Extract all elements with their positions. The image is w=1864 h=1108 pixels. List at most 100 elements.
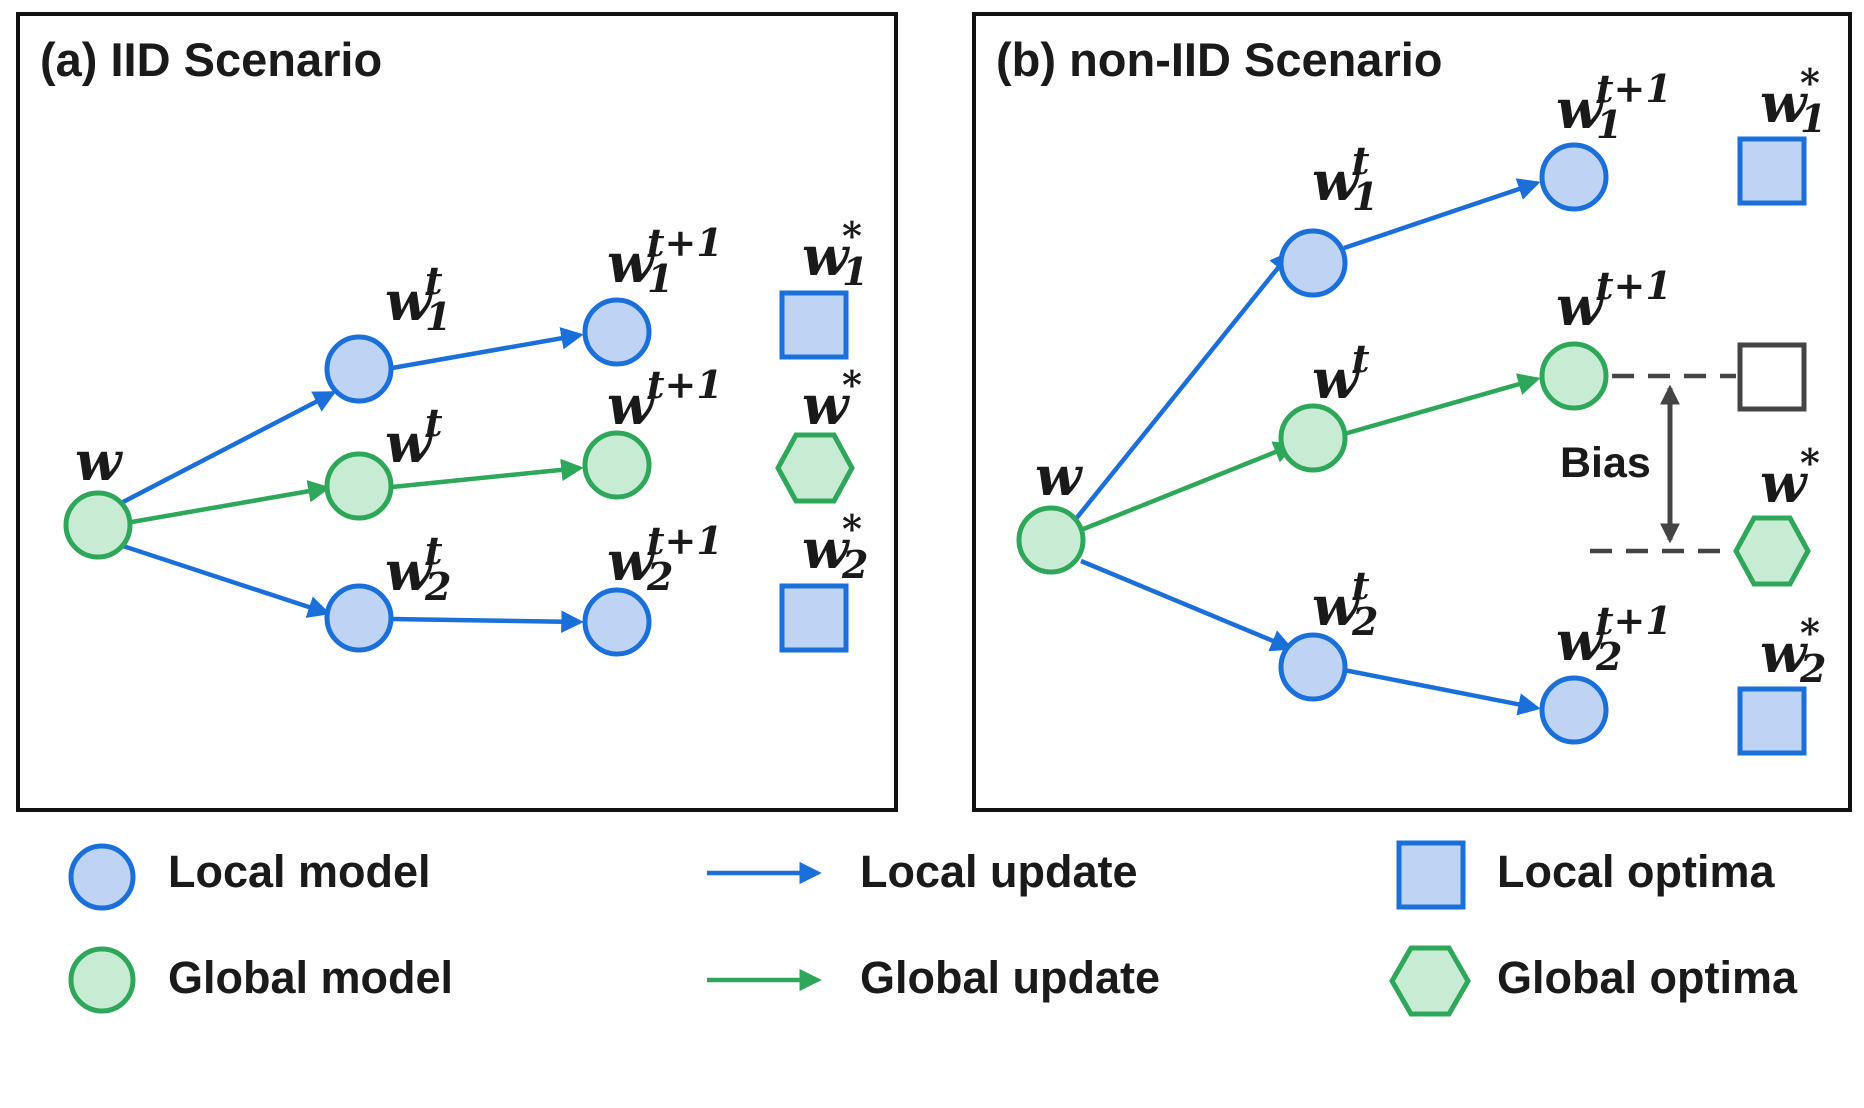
edge-a-w-to-w1t <box>121 391 337 504</box>
edge-a-wt-to-wt1 <box>391 458 584 490</box>
node-a-w1t1 <box>582 297 652 367</box>
panel-b-non-iid: (b) non-IID Scenario Bias w wt1 wt wt2 w… <box>972 12 1852 812</box>
label-base: w <box>607 529 656 593</box>
label-base: w <box>1312 149 1361 213</box>
label-base: w <box>75 429 124 493</box>
label-b-wt: wt <box>1312 336 1370 411</box>
label-superscript: t+1 <box>647 362 723 407</box>
edge-a-w2t-to-w2t1 <box>391 610 584 633</box>
node-a-w2t <box>324 583 394 653</box>
label-b-w2s: w*2 <box>1760 610 1826 691</box>
node-b-w2t <box>1278 632 1348 702</box>
label-a-w1t: wt1 <box>385 258 451 339</box>
panel-b-title: (b) non-IID Scenario <box>996 33 1443 86</box>
node-a-w1t <box>324 334 394 404</box>
label-superscript: t+1 <box>1596 263 1672 308</box>
label-base: w <box>1760 451 1809 515</box>
label-subscript: 1 <box>842 249 868 294</box>
label-a-wt1: wt+1 <box>607 362 723 437</box>
legend-item-global-model: Global model <box>68 946 453 1014</box>
panel-a-title: (a) IID Scenario <box>40 33 382 86</box>
legend-item-global-optima: Global optima <box>1389 945 1798 1017</box>
label-base: w <box>385 539 434 603</box>
edge-a-w-to-w2t <box>122 543 331 618</box>
label-superscript: * <box>842 213 862 258</box>
node-a-wt <box>324 451 394 521</box>
legend-global-optima-icon <box>1389 945 1471 1017</box>
label-base: w <box>385 411 434 475</box>
legend-global-model-icon <box>68 946 136 1014</box>
optimum-b-w1s <box>1737 136 1807 206</box>
label-base: w <box>1760 71 1809 135</box>
label-superscript: t <box>425 528 443 573</box>
label-subscript: 2 <box>646 554 673 599</box>
label-base: w <box>1556 77 1605 141</box>
label-base: w <box>1556 274 1605 338</box>
edge-b-wt-to-wt1 <box>1343 373 1541 437</box>
legend-item-global-update: Global update <box>707 952 1160 1003</box>
node-a-w2t1 <box>582 587 652 657</box>
legend-global-model-label: Global model <box>168 952 453 1003</box>
label-subscript: 2 <box>1799 646 1826 691</box>
legend-item-local-optima: Local optima <box>1396 840 1776 910</box>
label-a-w2s: w*2 <box>802 506 868 587</box>
label-a-w1s: w*1 <box>802 213 868 294</box>
optimum-a-w2s <box>779 583 849 653</box>
legend-local-optima-icon <box>1396 840 1466 910</box>
label-base: w <box>1035 444 1084 508</box>
node-b-w1t1 <box>1539 142 1609 212</box>
label-superscript: * <box>842 362 862 407</box>
label-subscript: 2 <box>1595 634 1622 679</box>
label-a-w1t1: wt+11 <box>607 220 723 301</box>
label-superscript: t <box>1352 336 1370 381</box>
label-a-w: w <box>75 429 124 493</box>
legend: Local model Global model Local update Gl… <box>68 840 1798 1017</box>
legend-local-update-label: Local update <box>860 846 1138 897</box>
edge-b-w2t-to-w2t1 <box>1343 667 1541 716</box>
label-b-w1t1: wt+11 <box>1556 66 1672 147</box>
node-b-w <box>1016 505 1086 575</box>
label-subscript: 1 <box>1800 96 1826 141</box>
node-b-wt1 <box>1539 341 1609 411</box>
label-superscript: * <box>1800 60 1820 105</box>
node-b-wt <box>1278 403 1348 473</box>
label-superscript: t+1 <box>647 220 723 265</box>
node-a-wt1 <box>582 430 652 500</box>
label-b-w2t1: wt+12 <box>1556 598 1672 679</box>
label-base: w <box>802 517 851 581</box>
label-superscript: t+1 <box>647 518 723 563</box>
label-superscript: t <box>1352 138 1370 183</box>
label-subscript: 2 <box>841 542 868 587</box>
label-superscript: t+1 <box>1596 598 1672 643</box>
label-superscript: * <box>842 506 862 551</box>
panel-a-iid: (a) IID Scenario w wt1 wt wt2 wt+11 wt+1… <box>16 12 898 812</box>
label-a-w2t: wt2 <box>385 528 451 609</box>
label-subscript: 1 <box>1352 174 1378 219</box>
optimum-a-w1s <box>779 290 849 360</box>
optimum-b-ws <box>1733 515 1811 587</box>
label-superscript: t+1 <box>1596 66 1672 111</box>
legend-global-optima-label: Global optima <box>1497 952 1798 1003</box>
edge-a-w1t-to-w1t1 <box>391 327 584 371</box>
edge-b-w-to-w1t <box>1073 250 1293 522</box>
label-superscript: * <box>1800 610 1820 655</box>
label-a-w2t1: wt+12 <box>607 518 723 599</box>
edge-b-w-to-w2t <box>1080 558 1294 652</box>
legend-local-model-label: Local model <box>168 846 431 897</box>
node-a-w <box>63 490 133 560</box>
node-b-w1t <box>1278 228 1348 298</box>
panel-b-frame <box>972 12 1852 812</box>
legend-item-local-update: Local update <box>707 846 1138 897</box>
label-base: w <box>607 231 656 295</box>
legend-local-model-icon <box>68 843 136 911</box>
label-subscript: 1 <box>425 294 451 339</box>
label-b-w1t: wt1 <box>1312 138 1378 219</box>
label-base: w <box>1760 621 1809 685</box>
label-b-w1s: w*1 <box>1760 60 1826 141</box>
label-a-ws: w* <box>802 362 862 437</box>
label-superscript: t <box>425 400 443 445</box>
label-base: w <box>802 373 851 437</box>
label-subscript: 2 <box>1351 599 1378 644</box>
label-subscript: 1 <box>1596 102 1622 147</box>
